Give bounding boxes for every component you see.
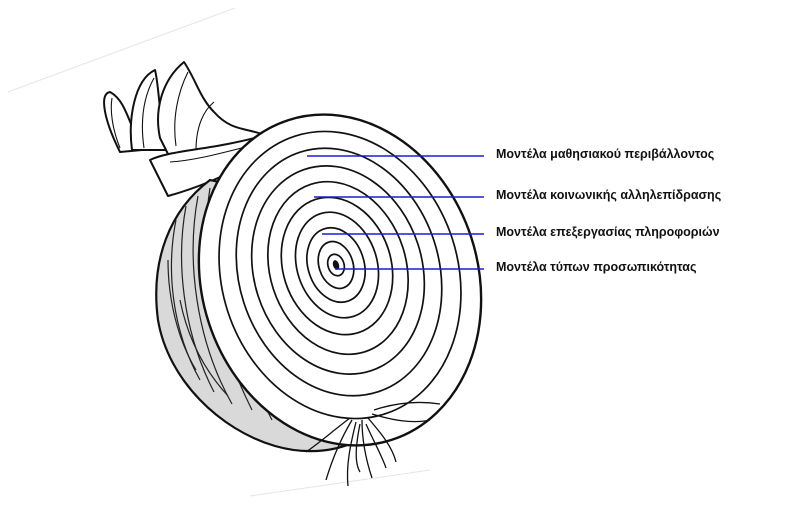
label-social-interaction-models: Μοντέλα κοινωνικής αλληλεπίδρασης bbox=[496, 187, 721, 203]
label-learning-environment-models: Μοντέλα μαθησιακού περιβάλλοντος bbox=[496, 146, 714, 162]
label-personality-types-models: Μοντέλα τύπων προσωπικότητας bbox=[496, 259, 696, 275]
label-information-processing-models: Μοντέλα επεξεργασίας πληροφοριών bbox=[496, 224, 720, 240]
